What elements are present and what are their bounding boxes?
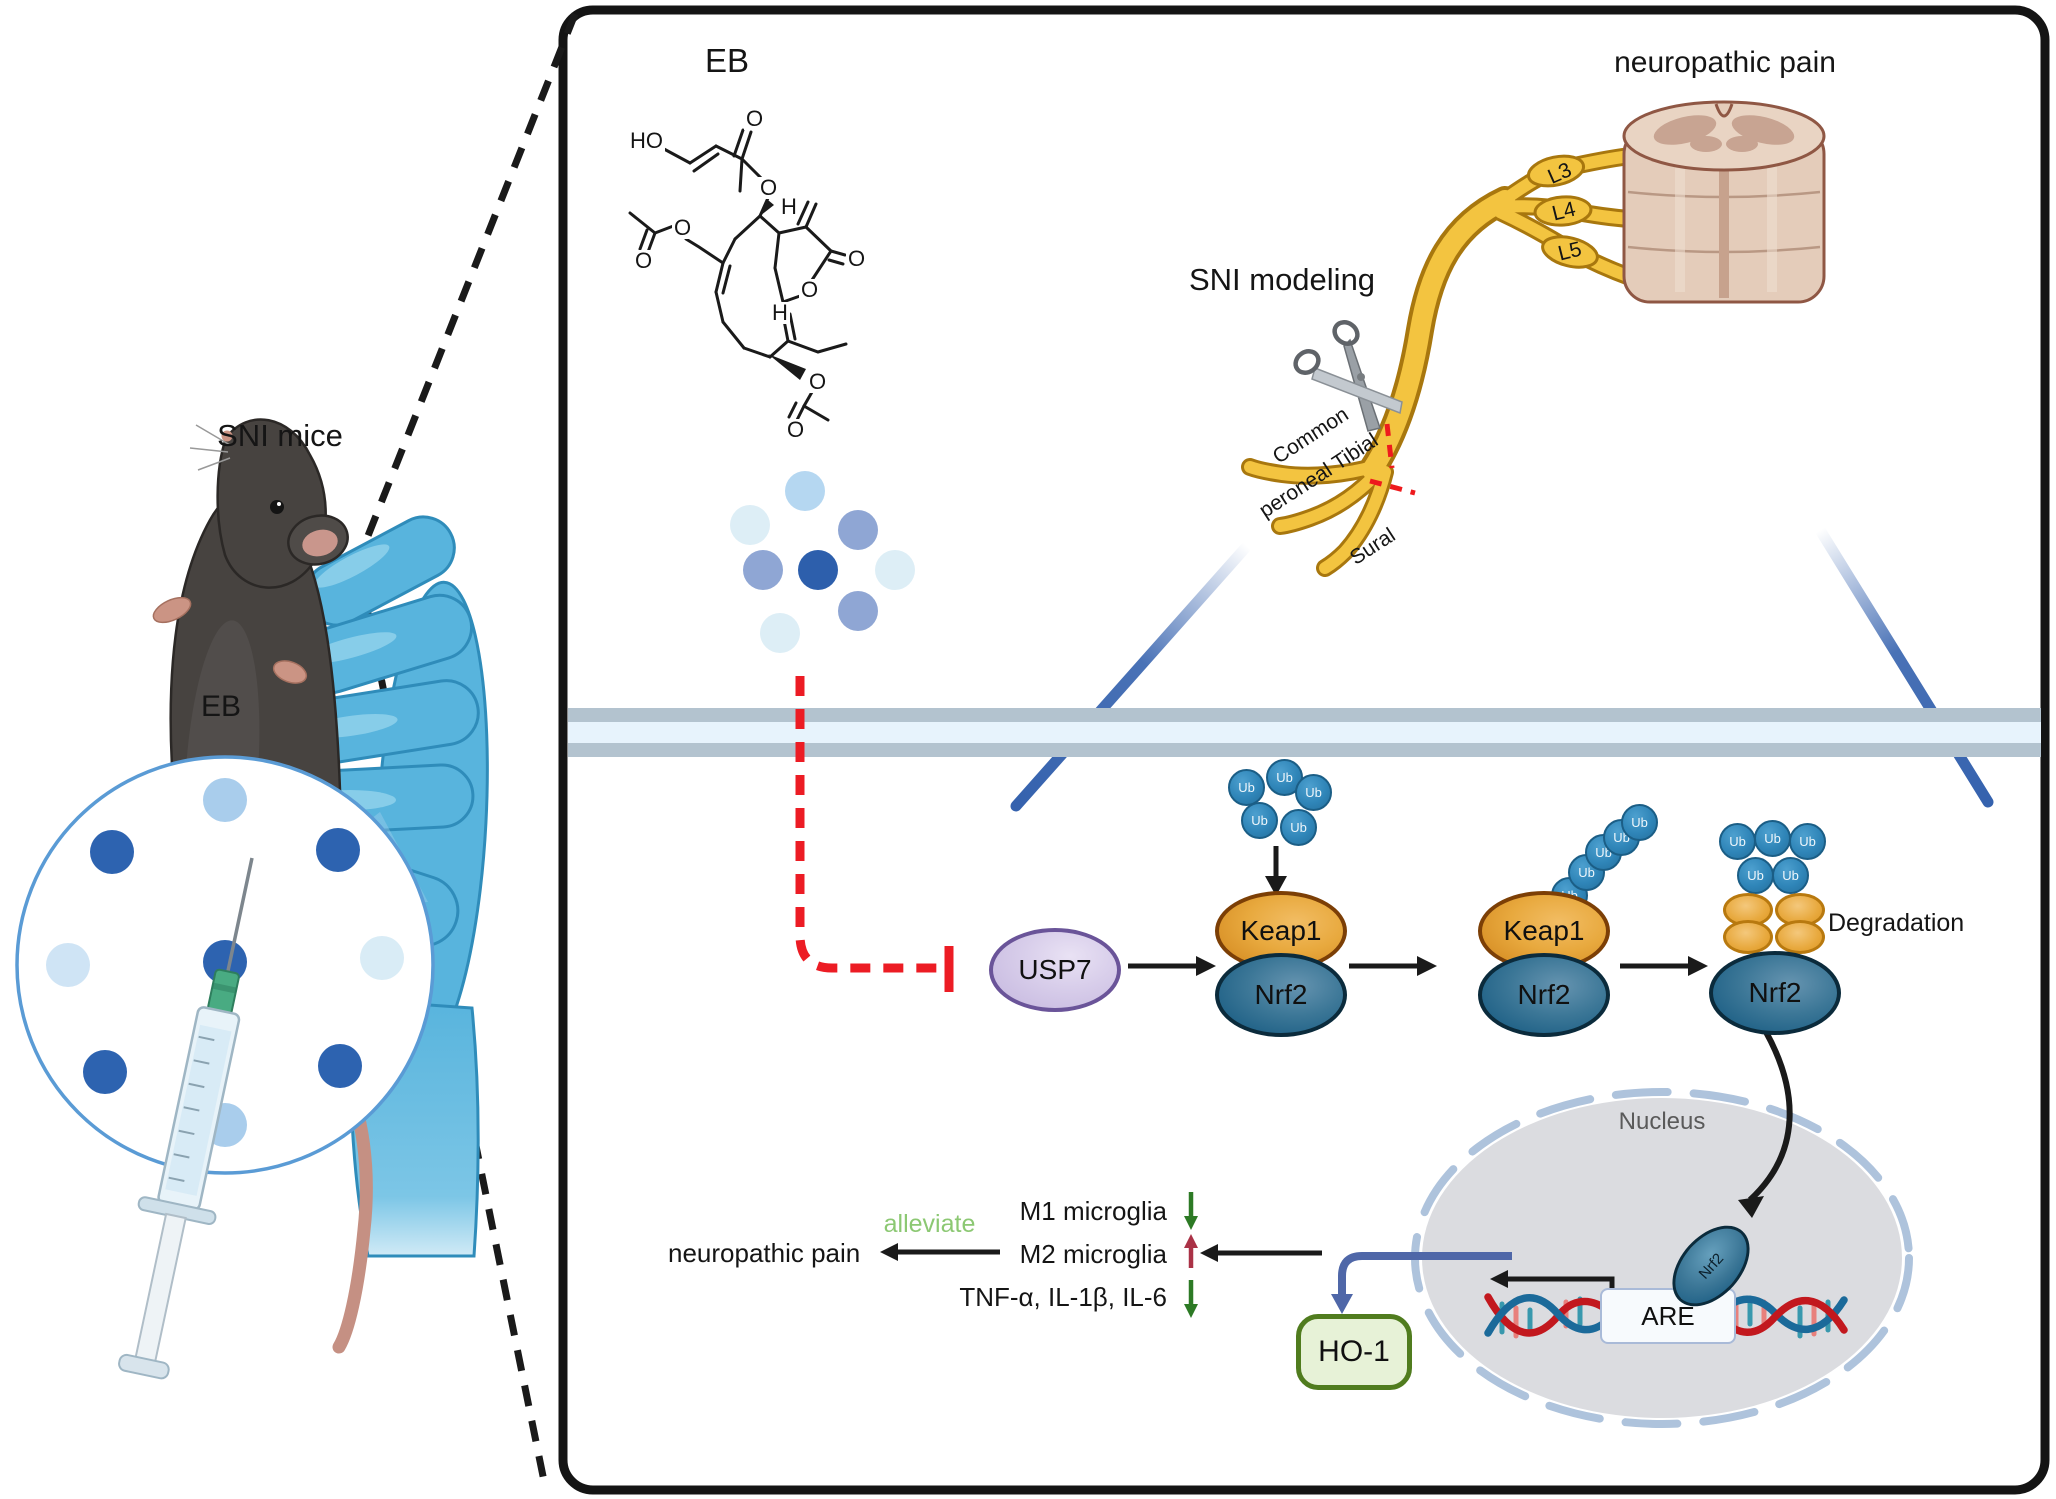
outcome-cytokines: TNF-α, IL-1β, IL-6 [959, 1282, 1167, 1312]
ub-icon: Ub [1295, 774, 1332, 811]
ub-icon: Ub [1266, 759, 1303, 796]
eb-compound-title: EB [704, 42, 750, 79]
keap1-protein-ubiquitinated: Keap1 [1478, 891, 1610, 971]
sni-modeling-title: SNI modeling [1188, 262, 1376, 297]
atom-o: O [744, 106, 766, 131]
nuclear-translocation-arrow [1738, 1030, 1793, 1218]
ub-icon: Ub [1737, 857, 1774, 894]
keap1-fragment [1723, 920, 1773, 954]
atom-ho: HO [628, 128, 665, 153]
pathway-arrows [1128, 846, 1708, 976]
eb-molecule-dot [875, 550, 915, 590]
eb-molecule-dot [760, 613, 800, 653]
ho1-induction-arrow [1331, 1252, 1512, 1314]
ub-icon: Ub [1241, 802, 1278, 839]
ub-icon: Ub [1280, 809, 1317, 846]
scissors-icon [1293, 320, 1403, 432]
alleviate-arrow [880, 1243, 1000, 1261]
ub-icon: Ub [1228, 769, 1265, 806]
ub-icon: Ub [1772, 857, 1809, 894]
nrf2-protein-free: Nrf2 [1709, 951, 1841, 1035]
syringe [118, 857, 254, 1380]
outcome-m1-microglia: M1 microglia [1019, 1196, 1167, 1226]
eb-molecule-dot [838, 510, 878, 550]
outcome-arrow [1200, 1244, 1322, 1262]
inhibition-line [795, 676, 954, 992]
atom-o: O [799, 277, 821, 302]
neuropathic-pain-title: neuropathic pain [1614, 46, 1836, 79]
nrf2-protein: Nrf2 [1478, 953, 1610, 1037]
outcome-direction-arrows [1184, 1192, 1198, 1318]
atom-o: O [807, 369, 829, 394]
degradation-label: Degradation [1828, 909, 1965, 937]
eb-molecule-dot [785, 471, 825, 511]
transcription-arrow [1490, 1270, 1615, 1292]
atom-h: H [770, 300, 790, 325]
atom-h: H [779, 194, 799, 219]
spinal-cord [1622, 100, 1826, 304]
nucleus-label: Nucleus [1618, 1108, 1706, 1135]
atom-o: O [672, 215, 694, 240]
are-element: ARE [1600, 1288, 1736, 1344]
ub-icon: Ub [1754, 820, 1791, 857]
atom-o: O [846, 246, 868, 271]
alleviate-label: alleviate [883, 1210, 976, 1238]
ub-icon: Ub [1621, 804, 1658, 841]
nrf2-protein: Nrf2 [1215, 953, 1347, 1037]
nerve-bundle [1241, 147, 1639, 577]
dna-helix [1484, 1293, 1848, 1339]
neuropathic-pain-result: neuropathic pain [668, 1238, 861, 1268]
nerve-cut-marks [1369, 423, 1416, 496]
atom-o: O [785, 417, 807, 442]
eb-chemical-structure [628, 128, 848, 422]
eb-molecule-dot [730, 505, 770, 545]
eb-syringe-label: EB [200, 690, 242, 723]
eb-molecule-dot [743, 550, 783, 590]
sni-mice-title: SNI mice [217, 418, 343, 453]
cell-membrane [568, 708, 2041, 757]
outcome-m2-microglia: M2 microglia [1019, 1239, 1167, 1269]
atom-o: O [633, 248, 655, 273]
atom-o: O [758, 175, 780, 200]
usp7-protein: USP7 [989, 928, 1121, 1012]
eb-solution-circle [15, 755, 435, 1175]
eb-molecule-dot [838, 591, 878, 631]
ub-icon: Ub [1789, 823, 1826, 860]
ub-icon: Ub [1719, 823, 1756, 860]
eb-molecule-dot [798, 550, 838, 590]
keap1-fragment [1775, 920, 1825, 954]
ho1-badge: HO-1 [1296, 1314, 1412, 1390]
